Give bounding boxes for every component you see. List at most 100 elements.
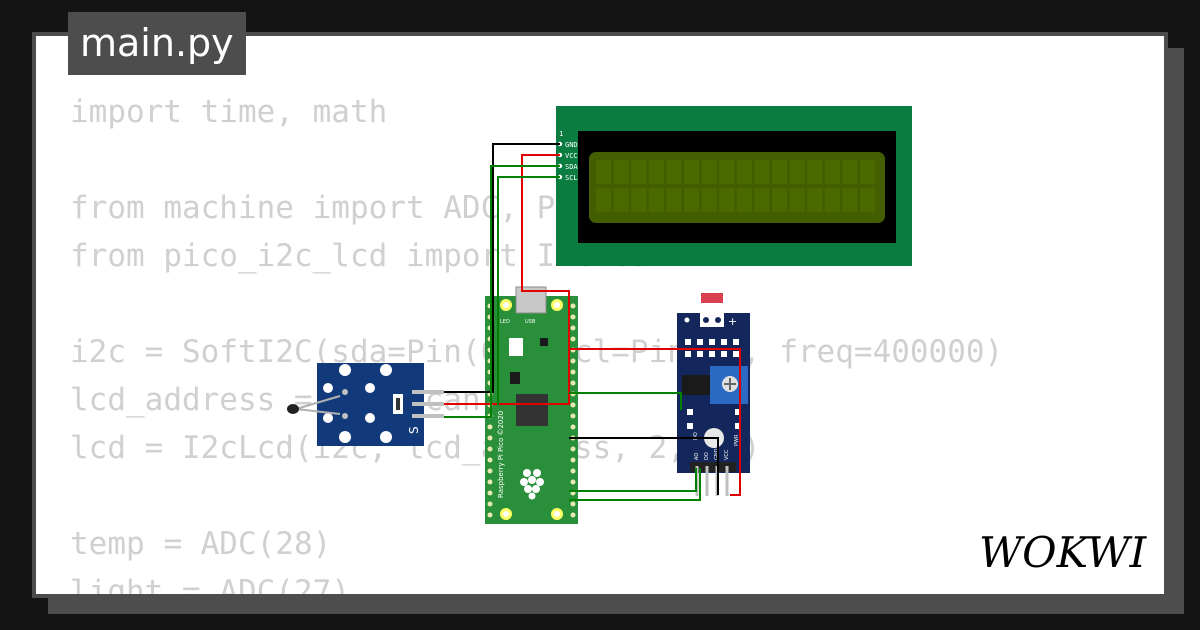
smd-component [697, 351, 703, 357]
gpio-pad[interactable] [570, 512, 576, 518]
lcd-pin-label: SCL [565, 174, 578, 182]
wire-ldr-ao-2[interactable] [569, 468, 701, 501]
gpio-pad[interactable] [570, 446, 576, 452]
mounting-hole [380, 364, 392, 376]
gpio-pad[interactable] [487, 490, 493, 496]
gpio-pad[interactable] [487, 424, 493, 430]
lcd-char-cell [860, 188, 875, 212]
header-pin[interactable] [412, 390, 444, 394]
lcd-char-cell [719, 188, 735, 212]
lcd-char-cell [772, 160, 787, 184]
smd-component [735, 409, 741, 415]
mounting-hole [323, 413, 333, 423]
gpio-pad[interactable] [487, 468, 493, 474]
lcd-char-cell [631, 188, 647, 212]
pwr-label: PWR [734, 434, 740, 446]
header-pin[interactable] [725, 466, 729, 496]
header-pin[interactable] [412, 402, 444, 406]
mounting-hole [339, 364, 351, 376]
lcd-char-cell [666, 160, 682, 184]
mounting-hole [365, 383, 375, 393]
led-label: LED [500, 319, 510, 325]
lcd-char-cell [754, 160, 770, 184]
wire-lcd-sda[interactable] [444, 165, 560, 418]
lcd-display[interactable]: 1 GND VCC SDA SCL [556, 106, 912, 266]
smd-component [709, 351, 715, 357]
wire-ldr-ao[interactable] [569, 468, 697, 492]
gpio-pad[interactable] [487, 457, 493, 463]
ldr-pin-label: DO [704, 452, 710, 460]
lcd-char-cell [596, 160, 611, 184]
smd-component [687, 423, 693, 429]
lcd-char-cell [860, 160, 875, 184]
gpio-pad[interactable] [570, 468, 576, 474]
gpio-pad[interactable] [487, 446, 493, 452]
mounting-hole-center [503, 511, 509, 517]
ldr-light-sensor[interactable]: + PWR DO AO DO GND VCC [677, 293, 750, 496]
solder-pad [684, 317, 690, 323]
gpio-pad[interactable] [487, 501, 493, 507]
wire-lcd-scl[interactable] [497, 176, 560, 405]
smd-component [733, 339, 739, 345]
ldr-smd-parts [685, 339, 741, 429]
solder-pad [342, 389, 348, 395]
header-pin[interactable] [705, 466, 709, 496]
smd-component [685, 351, 691, 357]
wire-ldr-do[interactable] [569, 392, 682, 410]
lcd-char-cell [613, 188, 629, 212]
header-pin[interactable] [412, 414, 444, 418]
lcd-char-cell [719, 160, 735, 184]
gpio-pad[interactable] [487, 479, 493, 485]
wire-ldr-gnd[interactable] [569, 437, 719, 495]
wokwi-logo-text: WOKWI [979, 528, 1148, 577]
wokwi-logo[interactable]: WOKWI [975, 527, 1155, 577]
gpio-pad[interactable] [570, 479, 576, 485]
ntc-temperature-sensor[interactable]: S [287, 363, 444, 446]
mounting-hole-center [554, 511, 560, 517]
lcd-char-cell [684, 188, 699, 212]
gpio-pad[interactable] [570, 402, 576, 408]
gpio-pad[interactable] [570, 325, 576, 331]
usb-label: USB [525, 319, 536, 325]
mounting-hole [339, 431, 351, 443]
smd-component [721, 351, 727, 357]
socket-hole [715, 317, 721, 323]
gpio-pad[interactable] [570, 369, 576, 375]
ldr-pin-label: AO [694, 453, 700, 460]
lcd-char-cell [648, 160, 664, 184]
lcd-pin-label: GND [565, 141, 578, 149]
wire-ldr-vcc[interactable] [569, 348, 741, 496]
gpio-pad[interactable] [570, 424, 576, 430]
gpio-pad[interactable] [570, 314, 576, 320]
gpio-pad[interactable] [570, 501, 576, 507]
mounting-hole [380, 431, 392, 443]
potentiometer-slot [724, 378, 736, 390]
lcd-char-cell [824, 160, 840, 184]
lcd-char-cell [824, 188, 840, 212]
mounting-hole-center [503, 302, 509, 308]
lcd-pin-label: VCC [565, 152, 578, 160]
lcd-char-cell [701, 160, 717, 184]
gpio-pad[interactable] [570, 336, 576, 342]
raspberry-pi-pico[interactable]: USB LED Raspberry Pi Pico ©2020 [485, 286, 578, 524]
gpio-pad[interactable] [570, 303, 576, 309]
lcd-char-cell [807, 188, 823, 212]
bootsel-button[interactable] [509, 338, 523, 356]
gpio-pad[interactable] [487, 435, 493, 441]
chip [510, 372, 520, 384]
code-line: light = ADC(27) [70, 574, 350, 598]
wire-lcd-vcc[interactable] [444, 154, 570, 405]
lcd-char-cell [789, 160, 805, 184]
gpio-pad[interactable] [570, 457, 576, 463]
gpio-pad[interactable] [570, 413, 576, 419]
lcd-pin-label: 1 [559, 130, 563, 138]
lcd-char-cell [736, 160, 752, 184]
wire-lcd-gnd[interactable] [444, 143, 560, 393]
gpio-pad[interactable] [570, 358, 576, 364]
gpio-pad[interactable] [487, 512, 493, 518]
socket-hole [703, 317, 709, 323]
smd-component [721, 339, 727, 345]
gpio-pad[interactable] [570, 380, 576, 386]
wires[interactable] [444, 143, 741, 501]
file-tab[interactable]: main.py [68, 12, 246, 75]
